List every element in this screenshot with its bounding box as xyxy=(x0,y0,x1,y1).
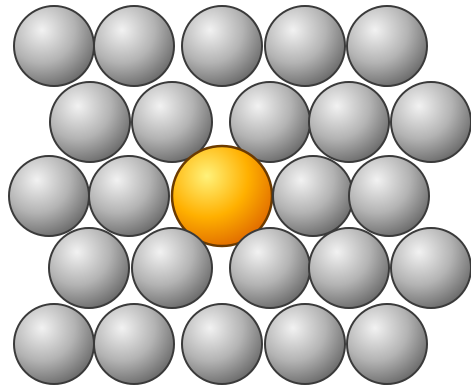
host-atom-sphere xyxy=(391,228,471,308)
host-atom-sphere xyxy=(347,304,427,384)
host-atom-sphere xyxy=(50,82,130,162)
host-atom-sphere xyxy=(273,156,353,236)
host-atom-sphere xyxy=(132,228,212,308)
host-atom-sphere xyxy=(230,228,310,308)
host-atom-sphere xyxy=(49,228,129,308)
host-atom-sphere xyxy=(182,304,262,384)
host-atom-sphere xyxy=(309,82,389,162)
sphere-lattice xyxy=(9,6,471,384)
host-atom-sphere xyxy=(14,6,94,86)
host-atom-sphere xyxy=(347,6,427,86)
host-atom-sphere xyxy=(309,228,389,308)
host-atom-sphere xyxy=(9,156,89,236)
host-atom-sphere xyxy=(349,156,429,236)
host-atom-sphere xyxy=(391,82,471,162)
host-atom-sphere xyxy=(14,304,94,384)
host-atom-sphere xyxy=(89,156,169,236)
host-atom-sphere xyxy=(265,304,345,384)
host-atom-sphere xyxy=(94,304,174,384)
host-atom-sphere xyxy=(182,6,262,86)
host-atom-sphere xyxy=(265,6,345,86)
host-atom-sphere xyxy=(94,6,174,86)
